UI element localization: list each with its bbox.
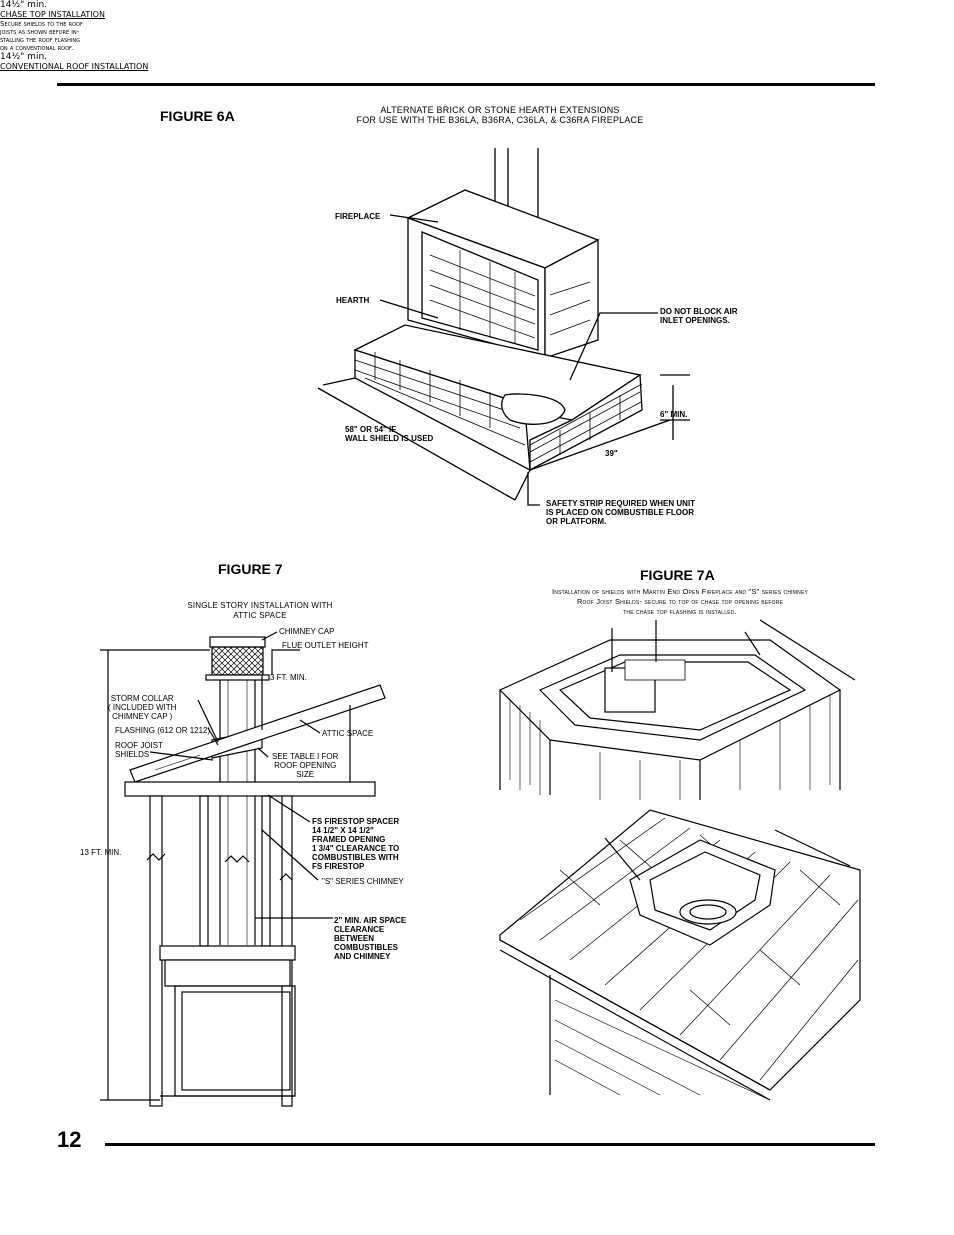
- label-safety-strip: SAFETY STRIP REQUIRED WHEN UNIT IS PLACE…: [546, 499, 696, 526]
- figure-6a-title: FIGURE 6A: [160, 108, 235, 124]
- label-storm-collar: STORM COLLAR ( INCLUDED WITH CHIMNEY CAP…: [108, 694, 177, 721]
- figure-7a-title: FIGURE 7A: [640, 567, 715, 583]
- figure-7a-caption: Installation of shields with Martin End …: [551, 587, 809, 616]
- label-min-height: 6" MIN.: [660, 410, 688, 419]
- label-see-table: SEE TABLE I FOR ROOF OPENING SIZE: [272, 752, 339, 779]
- label-three-ft: 3 FT. MIN.: [270, 673, 307, 682]
- label-chase-top: CHASE TOP INSTALLATION: [0, 10, 105, 19]
- label-flashing: FLASHING (612 OR 1212): [115, 726, 211, 735]
- label-hearth: HEARTH: [336, 296, 370, 305]
- label-conventional-roof: CONVENTIONAL ROOF INSTALLATION: [0, 62, 149, 71]
- bottom-rule: [105, 1143, 875, 1146]
- label-fireplace: FIREPLACE: [335, 212, 381, 221]
- top-rule: [57, 83, 875, 86]
- label-s-series: "S" SERIES CHIMNEY: [322, 877, 404, 886]
- label-air-space: 2" MIN. AIR SPACE CLEARANCE BETWEEN COMB…: [334, 916, 407, 961]
- label-min-bottom: 14½" min.: [0, 52, 48, 62]
- label-thirteen-ft: 13 FT. MIN.: [80, 848, 122, 857]
- label-air-inlet: DO NOT BLOCK AIR INLET OPENINGS.: [660, 307, 738, 325]
- page-number: 12: [57, 1127, 82, 1152]
- label-secure-shields: Secure shields to the roof joists as sho…: [0, 20, 83, 52]
- label-chimney-cap: CHIMNEY CAP: [279, 627, 335, 636]
- label-firestop-spacer: FS FIRESTOP SPACER 14 1/2" X 14 1/2" FRA…: [312, 817, 400, 871]
- label-hearth-width: 58" OR 54" IF WALL SHIELD IS USED: [345, 425, 434, 443]
- label-attic-space: ATTIC SPACE: [322, 729, 374, 738]
- figure-7-title: FIGURE 7: [218, 561, 283, 577]
- figure-7-caption: SINGLE STORY INSTALLATION WITH ATTIC SPA…: [187, 601, 333, 620]
- label-depth: 39": [605, 449, 618, 458]
- label-min-top: 14½" min.: [0, 0, 48, 10]
- label-flue-outlet: FLUE OUTLET HEIGHT: [282, 641, 369, 650]
- figure-6a-caption: ALTERNATE BRICK OR STONE HEARTH EXTENSIO…: [356, 105, 644, 125]
- label-roof-joist: ROOF JOIST SHIELDS: [115, 741, 163, 759]
